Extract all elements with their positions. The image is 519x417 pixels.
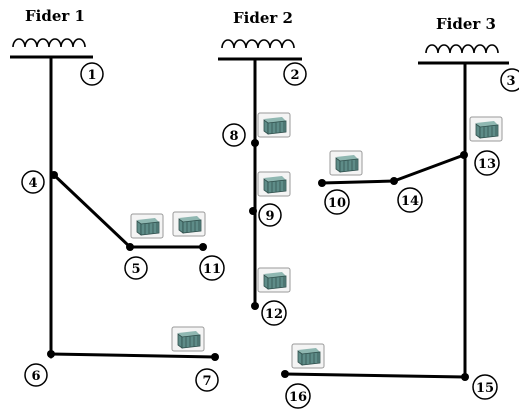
node-16: 16: [285, 383, 311, 409]
node-3: 3: [500, 68, 519, 92]
node-13: 13: [474, 150, 500, 176]
svg-text:3: 3: [506, 74, 515, 89]
junction-dot: [460, 151, 468, 159]
line-14-13: [392, 153, 466, 183]
svg-text:9: 9: [265, 209, 274, 224]
svg-text:13: 13: [478, 157, 496, 172]
feeder-3-label: Fider 3: [436, 15, 496, 33]
node-6: 6: [24, 363, 48, 387]
distribution-transformer-icon: [291, 343, 325, 369]
node-12: 12: [261, 300, 287, 326]
line-16-15: [283, 372, 467, 379]
node-14: 14: [397, 187, 423, 213]
feeder-3-source: Fider 3: [418, 15, 509, 65]
svg-text:11: 11: [203, 262, 221, 277]
svg-text:4: 4: [28, 176, 37, 191]
feeder-1-lines: [49, 55, 217, 359]
junction-dot: [461, 373, 469, 381]
line-4-5: [52, 173, 132, 249]
svg-text:8: 8: [229, 129, 238, 144]
feeder-source-coil-icon: [221, 39, 295, 49]
junction-dot: [50, 171, 58, 179]
feeder-3-lines: [283, 61, 467, 379]
distribution-transformer-icon: [257, 171, 291, 197]
node-8: 8: [222, 123, 246, 147]
node-9: 9: [258, 203, 282, 227]
junction-dot: [126, 243, 134, 251]
svg-text:5: 5: [131, 262, 140, 277]
distribution-transformer-icon: [172, 211, 206, 237]
feeder-source-coil-icon: [12, 38, 86, 48]
line-10-14: [320, 179, 396, 185]
svg-text:6: 6: [31, 369, 40, 384]
junction-dot: [47, 350, 55, 358]
line-6-7: [49, 352, 217, 359]
svg-text:16: 16: [289, 390, 307, 405]
junction-dot: [199, 243, 207, 251]
junction-dot: [251, 139, 259, 147]
node-10: 10: [324, 189, 350, 215]
feeder-2-label: Fider 2: [233, 9, 293, 27]
junction-dot: [211, 353, 219, 361]
node-labels: 1 2 3 4 5 6 7 8 9 10 11 12 13 14 15 16: [21, 62, 519, 409]
feeder-2-source: Fider 2: [218, 9, 302, 61]
distribution-transformer-icon: [171, 326, 205, 352]
junction-dots: [47, 139, 469, 381]
svg-text:15: 15: [476, 381, 494, 396]
junction-dot: [390, 177, 398, 185]
distribution-transformer-icon: [469, 116, 503, 142]
feeder-source-coil-icon: [425, 44, 499, 54]
svg-text:2: 2: [290, 68, 299, 83]
distribution-transformer-icon: [257, 112, 291, 138]
node-2: 2: [283, 62, 307, 86]
svg-text:7: 7: [202, 374, 211, 389]
junction-dot: [318, 179, 326, 187]
junction-dot: [249, 207, 257, 215]
node-11: 11: [199, 255, 225, 281]
distribution-transformer-icon: [257, 267, 291, 293]
node-7: 7: [195, 368, 219, 392]
transformers: [130, 112, 503, 369]
svg-text:10: 10: [328, 196, 346, 211]
svg-text:1: 1: [87, 68, 96, 83]
distribution-transformer-icon: [329, 150, 363, 176]
svg-text:12: 12: [265, 307, 283, 322]
node-4: 4: [21, 170, 45, 194]
node-1: 1: [80, 62, 104, 86]
distribution-transformer-icon: [130, 213, 164, 239]
svg-text:14: 14: [401, 194, 419, 209]
feeder-1-label: Fider 1: [25, 7, 85, 25]
node-15: 15: [472, 374, 498, 400]
node-5: 5: [124, 256, 148, 280]
junction-dot: [251, 302, 259, 310]
junction-dot: [281, 370, 289, 378]
feeder-1-source: Fider 1: [10, 7, 93, 59]
